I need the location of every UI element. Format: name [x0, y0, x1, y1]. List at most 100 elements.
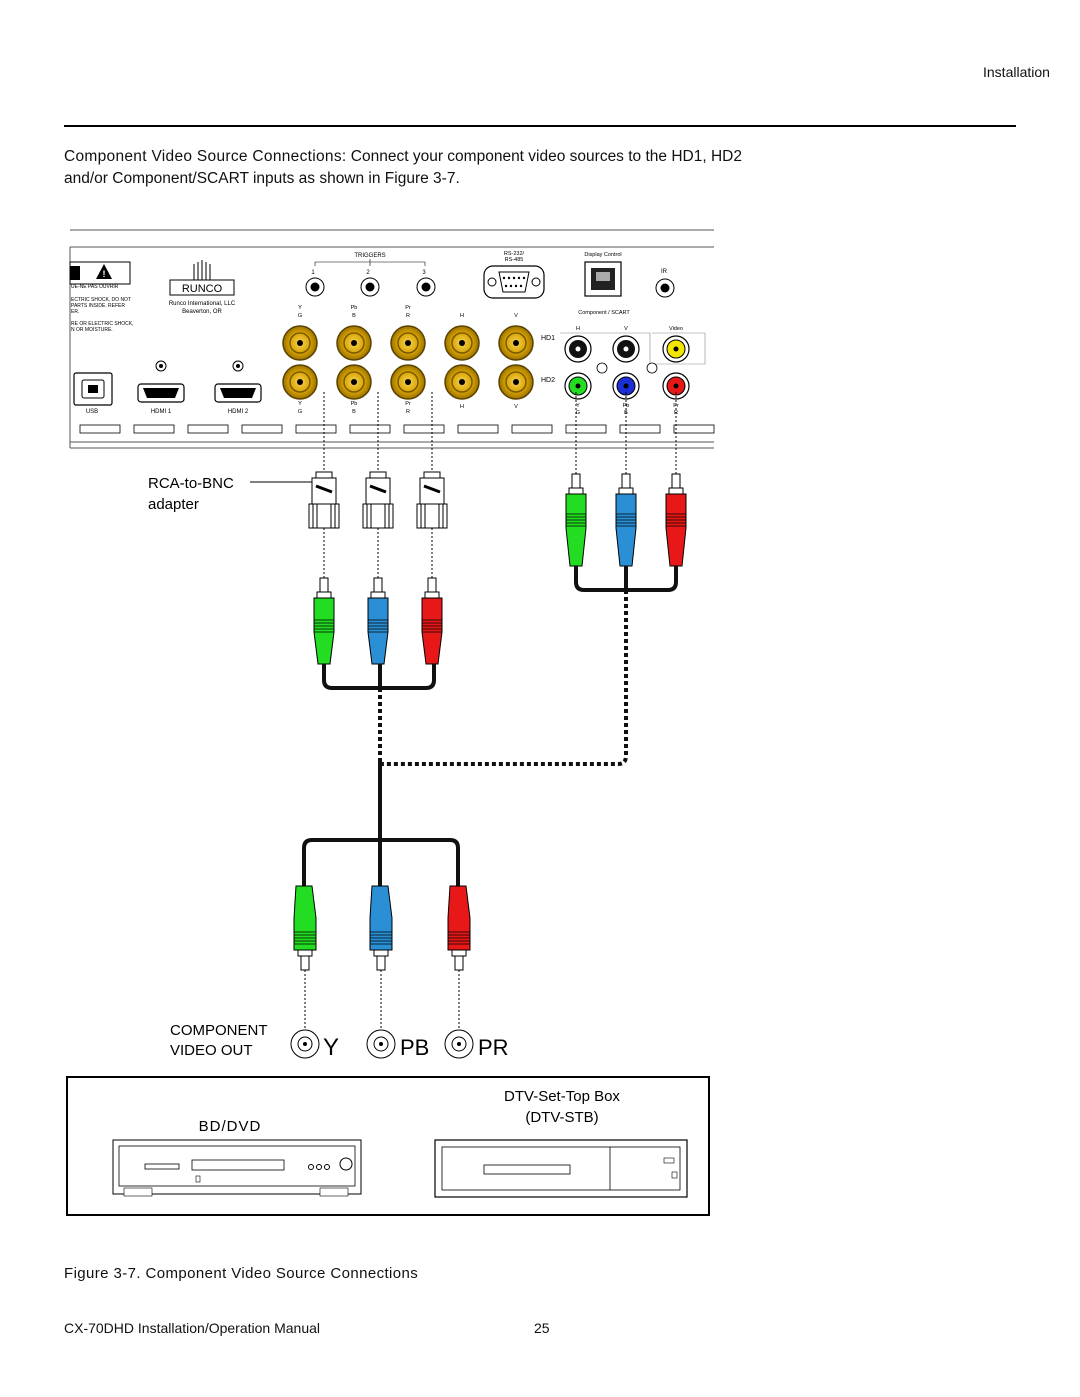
connection-diagram: ! UE-NE PAS OUVRIR ECTRIC SHOCK, DO NOT … — [66, 229, 715, 1216]
bnc-connector — [498, 364, 534, 400]
rca-jack-v — [612, 335, 640, 363]
footer-page-number: 25 — [534, 1320, 550, 1336]
rca-to-bnc-adapters: RCA-to-BNC adapter — [148, 392, 448, 578]
ir-jack: IR — [655, 269, 675, 298]
bnc-label: Pr — [405, 401, 411, 407]
warning-line: PARTS INSIDE. REFER — [71, 303, 125, 309]
rca-jack-video — [662, 335, 690, 363]
bnc-label: G — [298, 409, 302, 415]
rca-plug-red — [421, 577, 443, 665]
bnc-connector — [444, 325, 480, 361]
rca-jack-y — [564, 372, 592, 400]
rca-jack-h — [564, 335, 592, 363]
source-devices: BD/DVD DTV-Set-Top Box (DTV-STB) — [66, 1076, 710, 1216]
trigger-jacks: TRIGGERS 1 2 3 — [305, 253, 436, 297]
bnc-label: R — [406, 313, 410, 319]
bnc-label: R — [406, 409, 410, 415]
hd2-label: HD2 — [541, 377, 555, 384]
trigger-number: 1 — [311, 270, 315, 276]
bnc-label: Y — [298, 305, 302, 311]
hdmi2-label: HDMI 2 — [228, 409, 249, 415]
scart-label: H — [576, 326, 580, 332]
scart-label: Video — [669, 326, 683, 332]
bnc-connector — [282, 364, 318, 400]
vent-slots — [79, 424, 715, 434]
ground-screw — [596, 362, 608, 374]
running-header: Installation — [983, 64, 1050, 80]
svg-text:!: ! — [103, 269, 106, 279]
brand-name: RUNCO — [182, 283, 223, 295]
bd-dvd-player — [112, 1139, 362, 1197]
jack-label: Y — [323, 1034, 339, 1061]
company-name: Runco International, LLC — [169, 301, 236, 307]
bnc-connector — [390, 325, 426, 361]
bnc-label: Pb — [351, 401, 358, 407]
jack-label: PB — [400, 1035, 429, 1060]
bnc-connector — [498, 325, 534, 361]
bnc-label: Pr — [405, 305, 411, 311]
hdmi1-port: HDMI 1 — [137, 360, 185, 415]
bnc-label: B — [352, 313, 356, 319]
rs485-label: RS-485 — [505, 257, 524, 263]
component-scart-inputs: Component / SCART H V Video Y Pb Pr G B … — [560, 310, 706, 416]
rca-plug-blue — [369, 885, 393, 971]
bnc-connector — [444, 364, 480, 400]
scart-label: Y — [576, 403, 580, 409]
bnc-label: H — [460, 313, 464, 319]
rca-plug-green — [565, 473, 587, 567]
warning-line: ER. — [71, 309, 79, 315]
component-cable-a — [313, 577, 443, 840]
rca-plug-green — [293, 885, 317, 971]
stb-label: DTV-Set-Top Box — [504, 1088, 620, 1105]
display-control-label: Display Control — [584, 252, 621, 258]
rca-plug-red — [447, 885, 471, 971]
intro-text: Connect your component video sources to … — [64, 148, 742, 187]
footer-manual-title: CX-70DHD Installation/Operation Manual — [64, 1320, 321, 1336]
rca-plug-green — [313, 577, 335, 665]
bnc-label: Y — [298, 401, 302, 407]
warning-line: RE OR ELECTRIC SHOCK, — [71, 321, 134, 327]
hdmi1-label: HDMI 1 — [151, 409, 172, 415]
hd1-label: HD1 — [541, 335, 555, 342]
component-out-label: VIDEO OUT — [170, 1042, 253, 1059]
bnc-label: H — [460, 404, 464, 410]
output-jack-pr — [444, 1029, 474, 1059]
hdmi2-port: HDMI 2 — [214, 360, 262, 415]
component-cable-b — [382, 392, 687, 766]
warning-triangle-icon — [96, 264, 112, 279]
scart-label: V — [624, 326, 628, 332]
component-scart-label: Component / SCART — [578, 310, 630, 316]
scart-label: G — [576, 410, 580, 416]
rear-panel: ! UE-NE PAS OUVRIR ECTRIC SHOCK, DO NOT … — [69, 229, 715, 449]
dtv-set-top-box — [434, 1139, 688, 1198]
rs232-port: RS-232/ RS-485 — [483, 251, 545, 299]
trigger-jack — [305, 277, 325, 297]
rs232-label: RS-232/ — [504, 251, 525, 257]
warning-line: ECTRIC SHOCK, DO NOT — [71, 297, 131, 303]
bnc-adapter — [416, 471, 448, 529]
bnc-row-hd2 — [282, 364, 534, 400]
bnc-row-hd1 — [282, 325, 534, 361]
trigger-number: 2 — [366, 270, 370, 276]
rca-jack-pb — [612, 372, 640, 400]
bnc-adapter — [308, 471, 340, 529]
output-jack-y — [290, 1029, 320, 1059]
intro-paragraph: Component Video Source Connections: Conn… — [64, 146, 764, 190]
rca-plug-blue — [615, 473, 637, 567]
bnc-label: V — [514, 313, 518, 319]
warning-label: ! UE-NE PAS OUVRIR ECTRIC SHOCK, DO NOT … — [69, 261, 134, 333]
display-control-port: Display Control — [584, 252, 622, 297]
warning-line: N OR MOISTURE. — [71, 327, 113, 333]
bnc-connector — [336, 325, 372, 361]
bnc-label: G — [298, 313, 302, 319]
bnc-label: Pb — [351, 305, 358, 311]
stb-label: (DTV-STB) — [525, 1109, 598, 1126]
bnc-connector — [282, 325, 318, 361]
trigger-jack — [360, 277, 380, 297]
component-out-label: COMPONENT — [170, 1022, 268, 1039]
bnc-connector — [336, 364, 372, 400]
header-rule — [64, 125, 1016, 127]
bnc-connector — [390, 364, 426, 400]
component-video-out: COMPONENT VIDEO OUT Y PB PR — [170, 1022, 509, 1061]
rca-jack-pr — [662, 372, 690, 400]
